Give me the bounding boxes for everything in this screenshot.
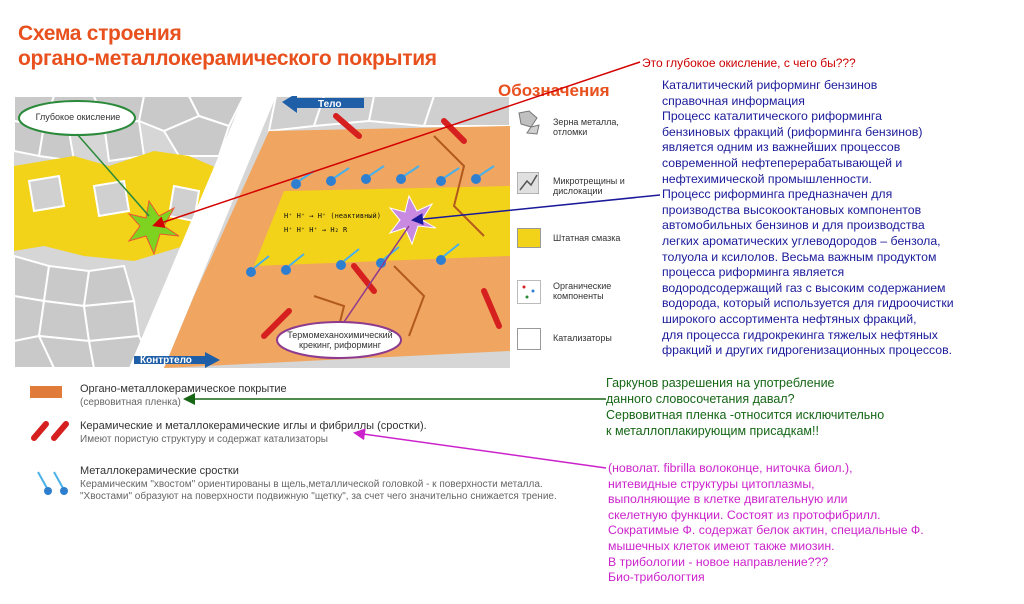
coating-structure-diagram	[14, 96, 510, 368]
green-note-line: к металлоплакирующим присадкам!!	[606, 423, 884, 439]
bottom-legend-title-sprouts: Металлокерамические сростки	[80, 465, 239, 477]
legend-label-metal: Зерна металла, отломки	[553, 117, 623, 137]
magenta-note-line: скелетную функции. Состоят из протофибри…	[608, 508, 924, 524]
blue-note-line: процесса риформинга является	[662, 265, 1014, 281]
blue-note-line: широкого ассортимента нефтяных фракций,	[662, 312, 1014, 328]
green-note-line: Гаркунов разрешения на употребление	[606, 375, 884, 391]
legend-swatch-cracks	[517, 172, 539, 194]
blue-note-line: автомобильных бензинов и для производств…	[662, 218, 1014, 234]
legend-swatch-lubricant	[517, 228, 541, 248]
blue-note-line: фракций и других гидрогенизационных проц…	[662, 343, 1014, 359]
blue-note-line: справочная информация	[662, 94, 1014, 110]
blue-note-line: современной нефтеперерабатывающей и	[662, 156, 1014, 172]
legend-heading: Обозначения	[498, 81, 610, 101]
bottom-legend-swatch-needles	[30, 418, 70, 442]
magenta-note-line: мышечных клеток имеют также миозин.	[608, 539, 924, 555]
bottom-legend-title-coating: Органо-металлокерамическое покрытие	[80, 383, 287, 395]
blue-note-line: является одним из важнейших процессов	[662, 140, 1014, 156]
legend-label-cracks: Микротрещины и дислокации	[553, 176, 625, 196]
magenta-note-line: выполняющие в клетке двигательную или	[608, 492, 924, 508]
blue-note-line: Каталитический риформинг бензинов	[662, 78, 1014, 94]
callout-top-text: Глубокое окисление	[32, 112, 124, 122]
blue-note-line: легких ароматических углеводородов – бен…	[662, 234, 1014, 250]
bottom-legend-title-needles: Керамические и металлокерамические иглы …	[80, 420, 427, 432]
arrow-bottom-label: Контртело	[140, 355, 192, 366]
note-magenta: (новолат. fibrilla волоконце, ниточка би…	[608, 461, 924, 586]
legend-swatch-catalysts	[517, 328, 541, 350]
blue-note-line: производства высокооктановых компонентов	[662, 203, 1014, 219]
bottom-legend-sub-sprouts-2: "Хвостами" образуют на поверхности подви…	[80, 491, 557, 503]
blue-note-line: нефтехимической промышленности.	[662, 172, 1014, 188]
magenta-note-line: В трибологии - новое направление???	[608, 555, 924, 571]
bottom-legend-sub-coating: (сервовитная пленка)	[80, 397, 181, 409]
reaction-line-1: H⁺ H⁺ → H⁺ (неактивный)	[284, 212, 381, 220]
bottom-legend-sub-needles: Имеют пористую структуру и содержат ката…	[80, 434, 328, 446]
blue-note-line: для процесса гидрокрекинга тяжелых нефтя…	[662, 328, 1014, 344]
magenta-note-line: Сократимые Ф. содержат белок актин, спец…	[608, 523, 924, 539]
blue-note-line: водородсодержащий газ с высоким содержан…	[662, 281, 1014, 297]
blue-note-line: водорода, который используется для гидро…	[662, 296, 1014, 312]
legend-label-catalysts: Катализаторы	[553, 333, 612, 343]
note-red: Это глубокое окисление, с чего бы???	[642, 56, 856, 70]
green-note-line: данного словосочетания давал?	[606, 391, 884, 407]
magenta-annotation-arrow	[356, 433, 606, 468]
legend-label-organic: Органические компоненты	[553, 281, 623, 301]
magenta-note-line: (новолат. fibrilla волоконце, ниточка би…	[608, 461, 924, 477]
legend-swatch-metal	[517, 110, 542, 135]
reaction-line-2: H⁺ H⁺ H⁺ → H₂ R	[284, 226, 347, 234]
callout-bottom-text: Термомеханохимический крекинг, риформинг	[278, 330, 402, 350]
magenta-note-line: Био-трибологтия	[608, 570, 924, 586]
legend-label-lubricant: Штатная смазка	[553, 233, 620, 243]
magenta-note-line: нитевидные структуры цитоплазмы,	[608, 477, 924, 493]
bottom-legend-swatch-sprouts	[30, 468, 70, 498]
legend-swatch-organic	[517, 280, 541, 304]
blue-note-line: Процесс каталитического риформинга	[662, 109, 1014, 125]
title-line2: органо-металлокерамического покрытия	[18, 47, 437, 71]
blue-note-line: Процесс риформинга предназначен для	[662, 187, 1014, 203]
bottom-legend-sub-sprouts-1: Керамическим "хвостом" ориентированы в щ…	[80, 479, 543, 491]
arrow-top-label: Тело	[318, 99, 342, 110]
blue-note-line: толуола и ксилолов. Весьма важным продук…	[662, 250, 1014, 266]
bottom-legend-swatch-coating	[30, 386, 62, 398]
title-line1: Схема строения	[18, 22, 181, 46]
blue-note-line: бензиновых фракций (риформинга бензинов)	[662, 125, 1014, 141]
green-note-line: Сервовитная пленка -относится исключител…	[606, 407, 884, 423]
